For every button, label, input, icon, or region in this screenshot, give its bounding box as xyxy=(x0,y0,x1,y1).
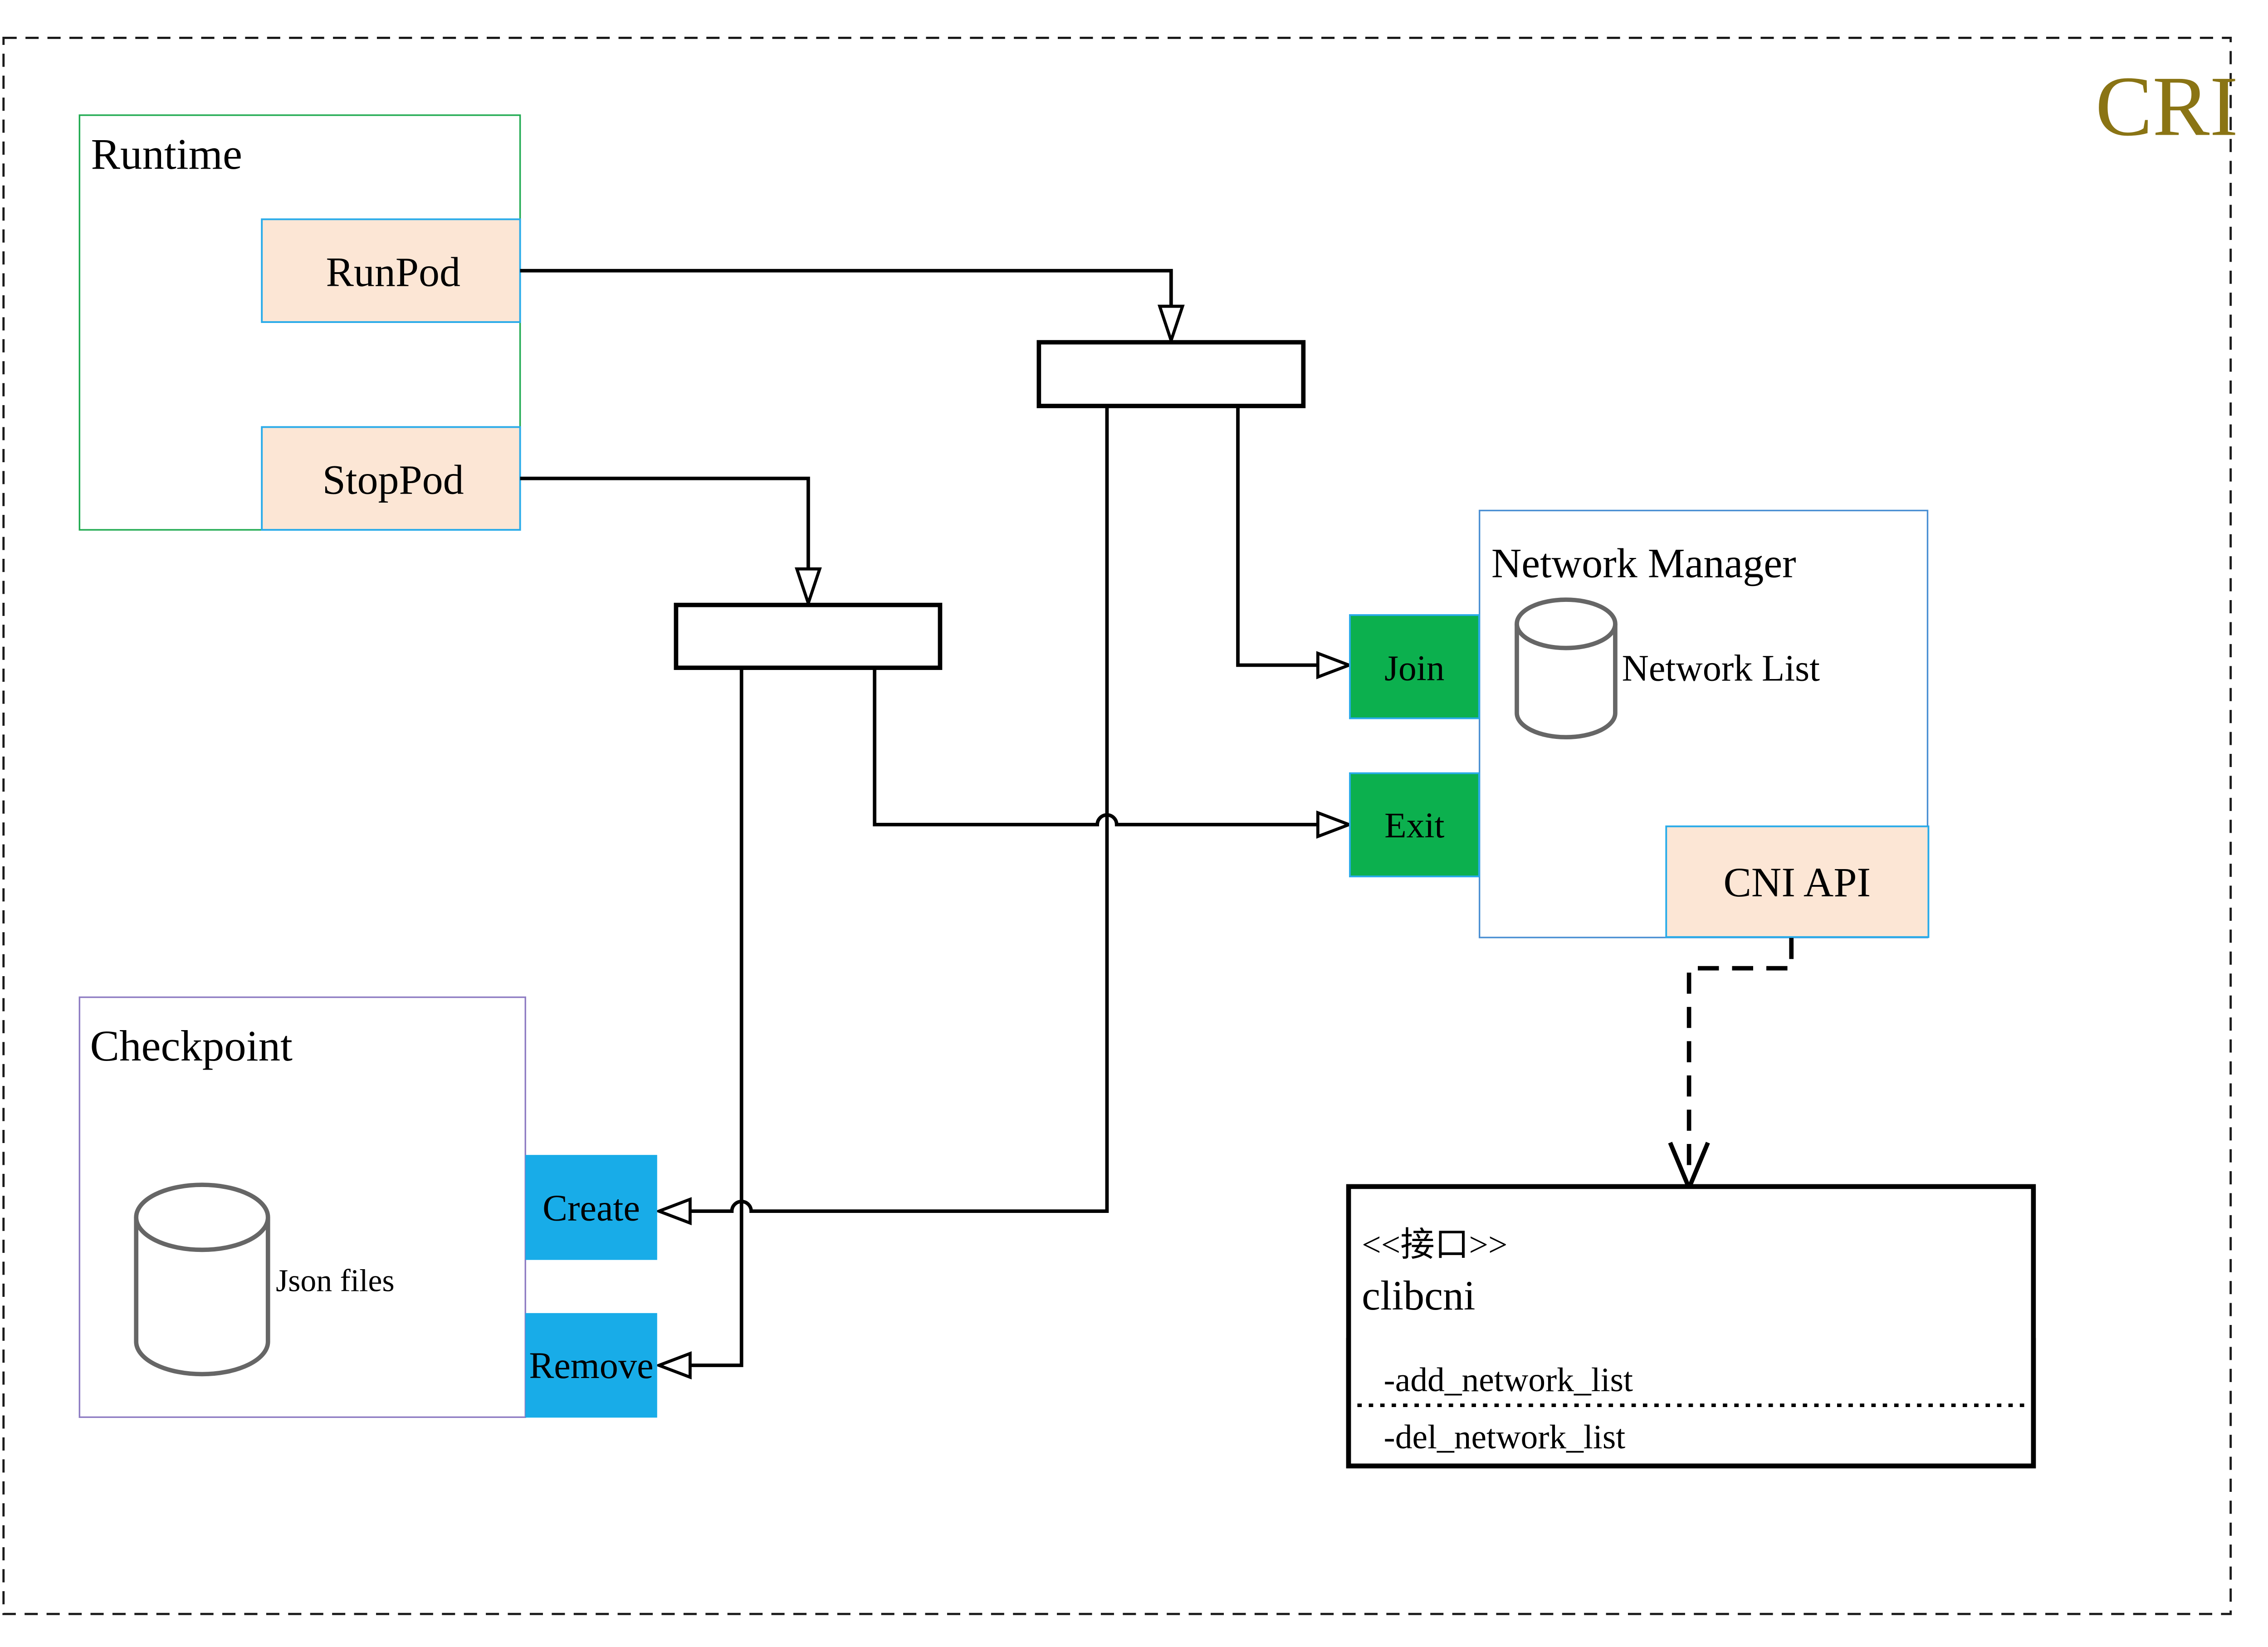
network-list-cylinder-icon xyxy=(1515,597,1618,740)
stoppod-label: StopPod xyxy=(323,457,464,503)
network-manager-title: Network Manager xyxy=(1491,540,1796,586)
runpod-arrowhead-icon xyxy=(1157,304,1185,346)
bar1-to-join-connector xyxy=(1236,406,1317,667)
runpod-box xyxy=(261,218,521,323)
bar2-to-remove-connector xyxy=(691,668,743,1367)
create-box xyxy=(525,1155,657,1260)
join-label: Join xyxy=(1384,648,1444,688)
create-label: Create xyxy=(543,1187,640,1228)
exit-label: Exit xyxy=(1384,806,1444,845)
bar2-to-exit-connector xyxy=(873,668,1317,826)
clibcni-name: clibcni xyxy=(1362,1272,1475,1319)
clibcni-box xyxy=(1346,1184,2036,1469)
connectors xyxy=(520,269,1354,1380)
join-box xyxy=(1349,614,1480,719)
stoppod-arrowhead-icon xyxy=(795,567,822,608)
exit-box xyxy=(1349,772,1480,878)
join-arrowhead-icon xyxy=(1316,651,1354,679)
checkpoint-title: Checkpoint xyxy=(90,1021,293,1070)
cni-api-to-clibcni-connector xyxy=(1668,938,1794,1194)
activation-bar-runpod xyxy=(1036,340,1306,408)
runpod-label: RunPod xyxy=(326,249,460,295)
json-files-label: Json files xyxy=(276,1263,394,1298)
dashed-dependency-line xyxy=(1686,938,1794,1168)
activation-bar-stoppod xyxy=(674,602,943,670)
remove-arrowhead-icon xyxy=(655,1351,692,1380)
create-arrowhead-icon xyxy=(655,1197,692,1226)
json-files-cylinder-icon xyxy=(134,1183,270,1377)
network-list-label: Network List xyxy=(1622,647,1820,689)
diagram-title: CRI xyxy=(2095,59,2238,153)
clibcni-interface-group: <<接口>> clibcni -add_network_list -del_ne… xyxy=(1346,1184,2036,1469)
bar1-to-create-connector xyxy=(691,406,1109,1213)
clibcni-method-add: -add_network_list xyxy=(1384,1361,1633,1399)
remove-label: Remove xyxy=(529,1345,653,1386)
runtime-group: Runtime RunPod StopPod xyxy=(78,114,521,531)
remove-box xyxy=(525,1313,657,1418)
stoppod-to-bar2-connector xyxy=(520,476,810,569)
clibcni-method-del: -del_network_list xyxy=(1384,1418,1626,1456)
cni-api-label: CNI API xyxy=(1724,859,1871,905)
clibcni-stereotype: <<接口>> xyxy=(1362,1226,1507,1264)
cni-api-box xyxy=(1665,825,1930,938)
exit-arrowhead-icon xyxy=(1316,810,1354,839)
stoppod-box xyxy=(261,426,521,531)
network-manager-group: Network Manager Network List Join Exit C… xyxy=(1349,509,1930,938)
diagram-frame xyxy=(2,37,2232,1615)
checkpoint-group: Checkpoint Json files Create Remove xyxy=(78,996,657,1418)
runtime-title: Runtime xyxy=(91,130,242,178)
runpod-to-bar1-connector xyxy=(520,269,1173,307)
